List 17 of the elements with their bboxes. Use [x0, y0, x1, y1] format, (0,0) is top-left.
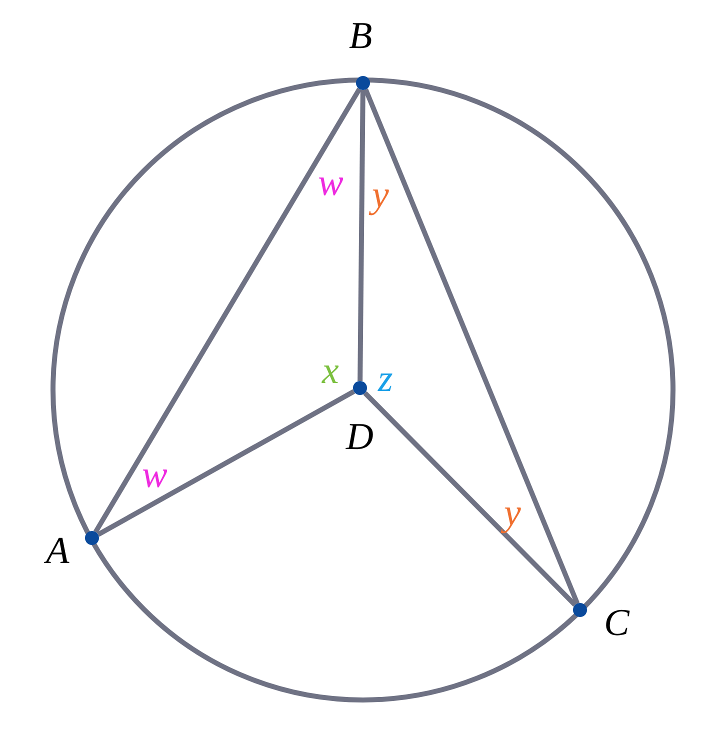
point-label: A	[46, 532, 70, 570]
point-dot	[573, 603, 587, 617]
point-dot	[353, 381, 367, 395]
point-dot	[356, 76, 370, 90]
angle-label: z	[378, 360, 393, 398]
point-label: C	[604, 604, 630, 642]
point-label: B	[349, 17, 372, 55]
line-segment	[96, 389, 356, 537]
angle-label: x	[322, 352, 339, 390]
line-segment	[358, 90, 366, 382]
angle-label: w	[142, 456, 168, 494]
line-segment	[363, 88, 580, 604]
line-segment	[363, 391, 577, 607]
point-dot	[85, 531, 99, 545]
point-label: D	[346, 418, 374, 456]
angle-label: w	[318, 164, 344, 202]
line-segment	[93, 88, 362, 534]
